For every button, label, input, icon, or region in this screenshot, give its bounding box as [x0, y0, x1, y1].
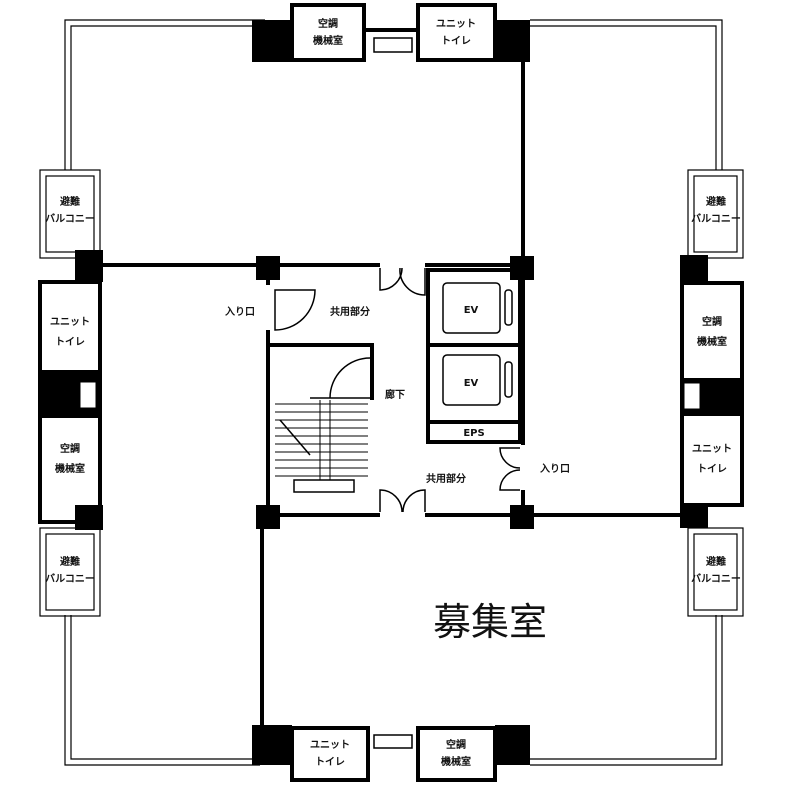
entrance-label: 入り口 [225, 306, 255, 318]
interior-walls [100, 60, 690, 730]
toilet-label: トイレ [315, 756, 345, 768]
ac-room-label: 機械室 [697, 335, 727, 348]
ac-room-label: 空調 [318, 17, 338, 30]
balcony-label: バルコニー [691, 573, 741, 585]
eps-label: EPS [463, 428, 484, 439]
balcony-label: 避難 [59, 555, 80, 568]
ac-room-label: 空調 [446, 738, 466, 751]
top-core: 空調 機械室 ユニット トイレ [252, 3, 530, 62]
ac-room-label: 機械室 [313, 34, 343, 47]
left-core: 避難 バルコニー ユニット トイレ 空調 機械室 避難 バルコニー [38, 169, 103, 617]
doors [274, 267, 521, 513]
balcony-label: 避難 [705, 195, 726, 208]
ac-room-label: 機械室 [441, 755, 471, 768]
corridor-label: 廊下 [385, 388, 405, 401]
exterior-walls [64, 19, 723, 766]
common-area-label: 共用部分 [330, 305, 370, 318]
toilet-label: ユニット [692, 443, 732, 455]
ac-room-label: 機械室 [55, 462, 85, 475]
toilet-label: トイレ [55, 336, 85, 348]
toilet-label: ユニット [50, 316, 90, 328]
vacant-room-label: 募集室 [433, 600, 547, 644]
toilet-label: ユニット [310, 739, 350, 751]
bottom-core: ユニット トイレ 空調 機械室 [252, 725, 530, 782]
balcony-label: バルコニー [45, 213, 95, 225]
ac-room-label: 空調 [60, 442, 80, 455]
stairwell [268, 343, 374, 493]
elevator-label: EV [464, 305, 479, 316]
common-area-label: 共用部分 [426, 472, 466, 485]
toilet-label: トイレ [441, 35, 471, 47]
balcony-label: 避難 [705, 555, 726, 568]
ac-room-label: 空調 [702, 315, 722, 328]
elevator-bank: EV EV EPS [426, 268, 522, 444]
right-core: 避難 バルコニー 空調 機械室 ユニット トイレ 避難 バルコニー [680, 169, 744, 617]
balcony-label: バルコニー [45, 573, 95, 585]
entrance-label: 入り口 [540, 463, 570, 475]
toilet-label: ユニット [436, 18, 476, 30]
balcony-label: バルコニー [691, 213, 741, 225]
toilet-label: トイレ [697, 463, 727, 475]
balcony-label: 避難 [59, 195, 80, 208]
elevator-label: EV [464, 378, 479, 389]
